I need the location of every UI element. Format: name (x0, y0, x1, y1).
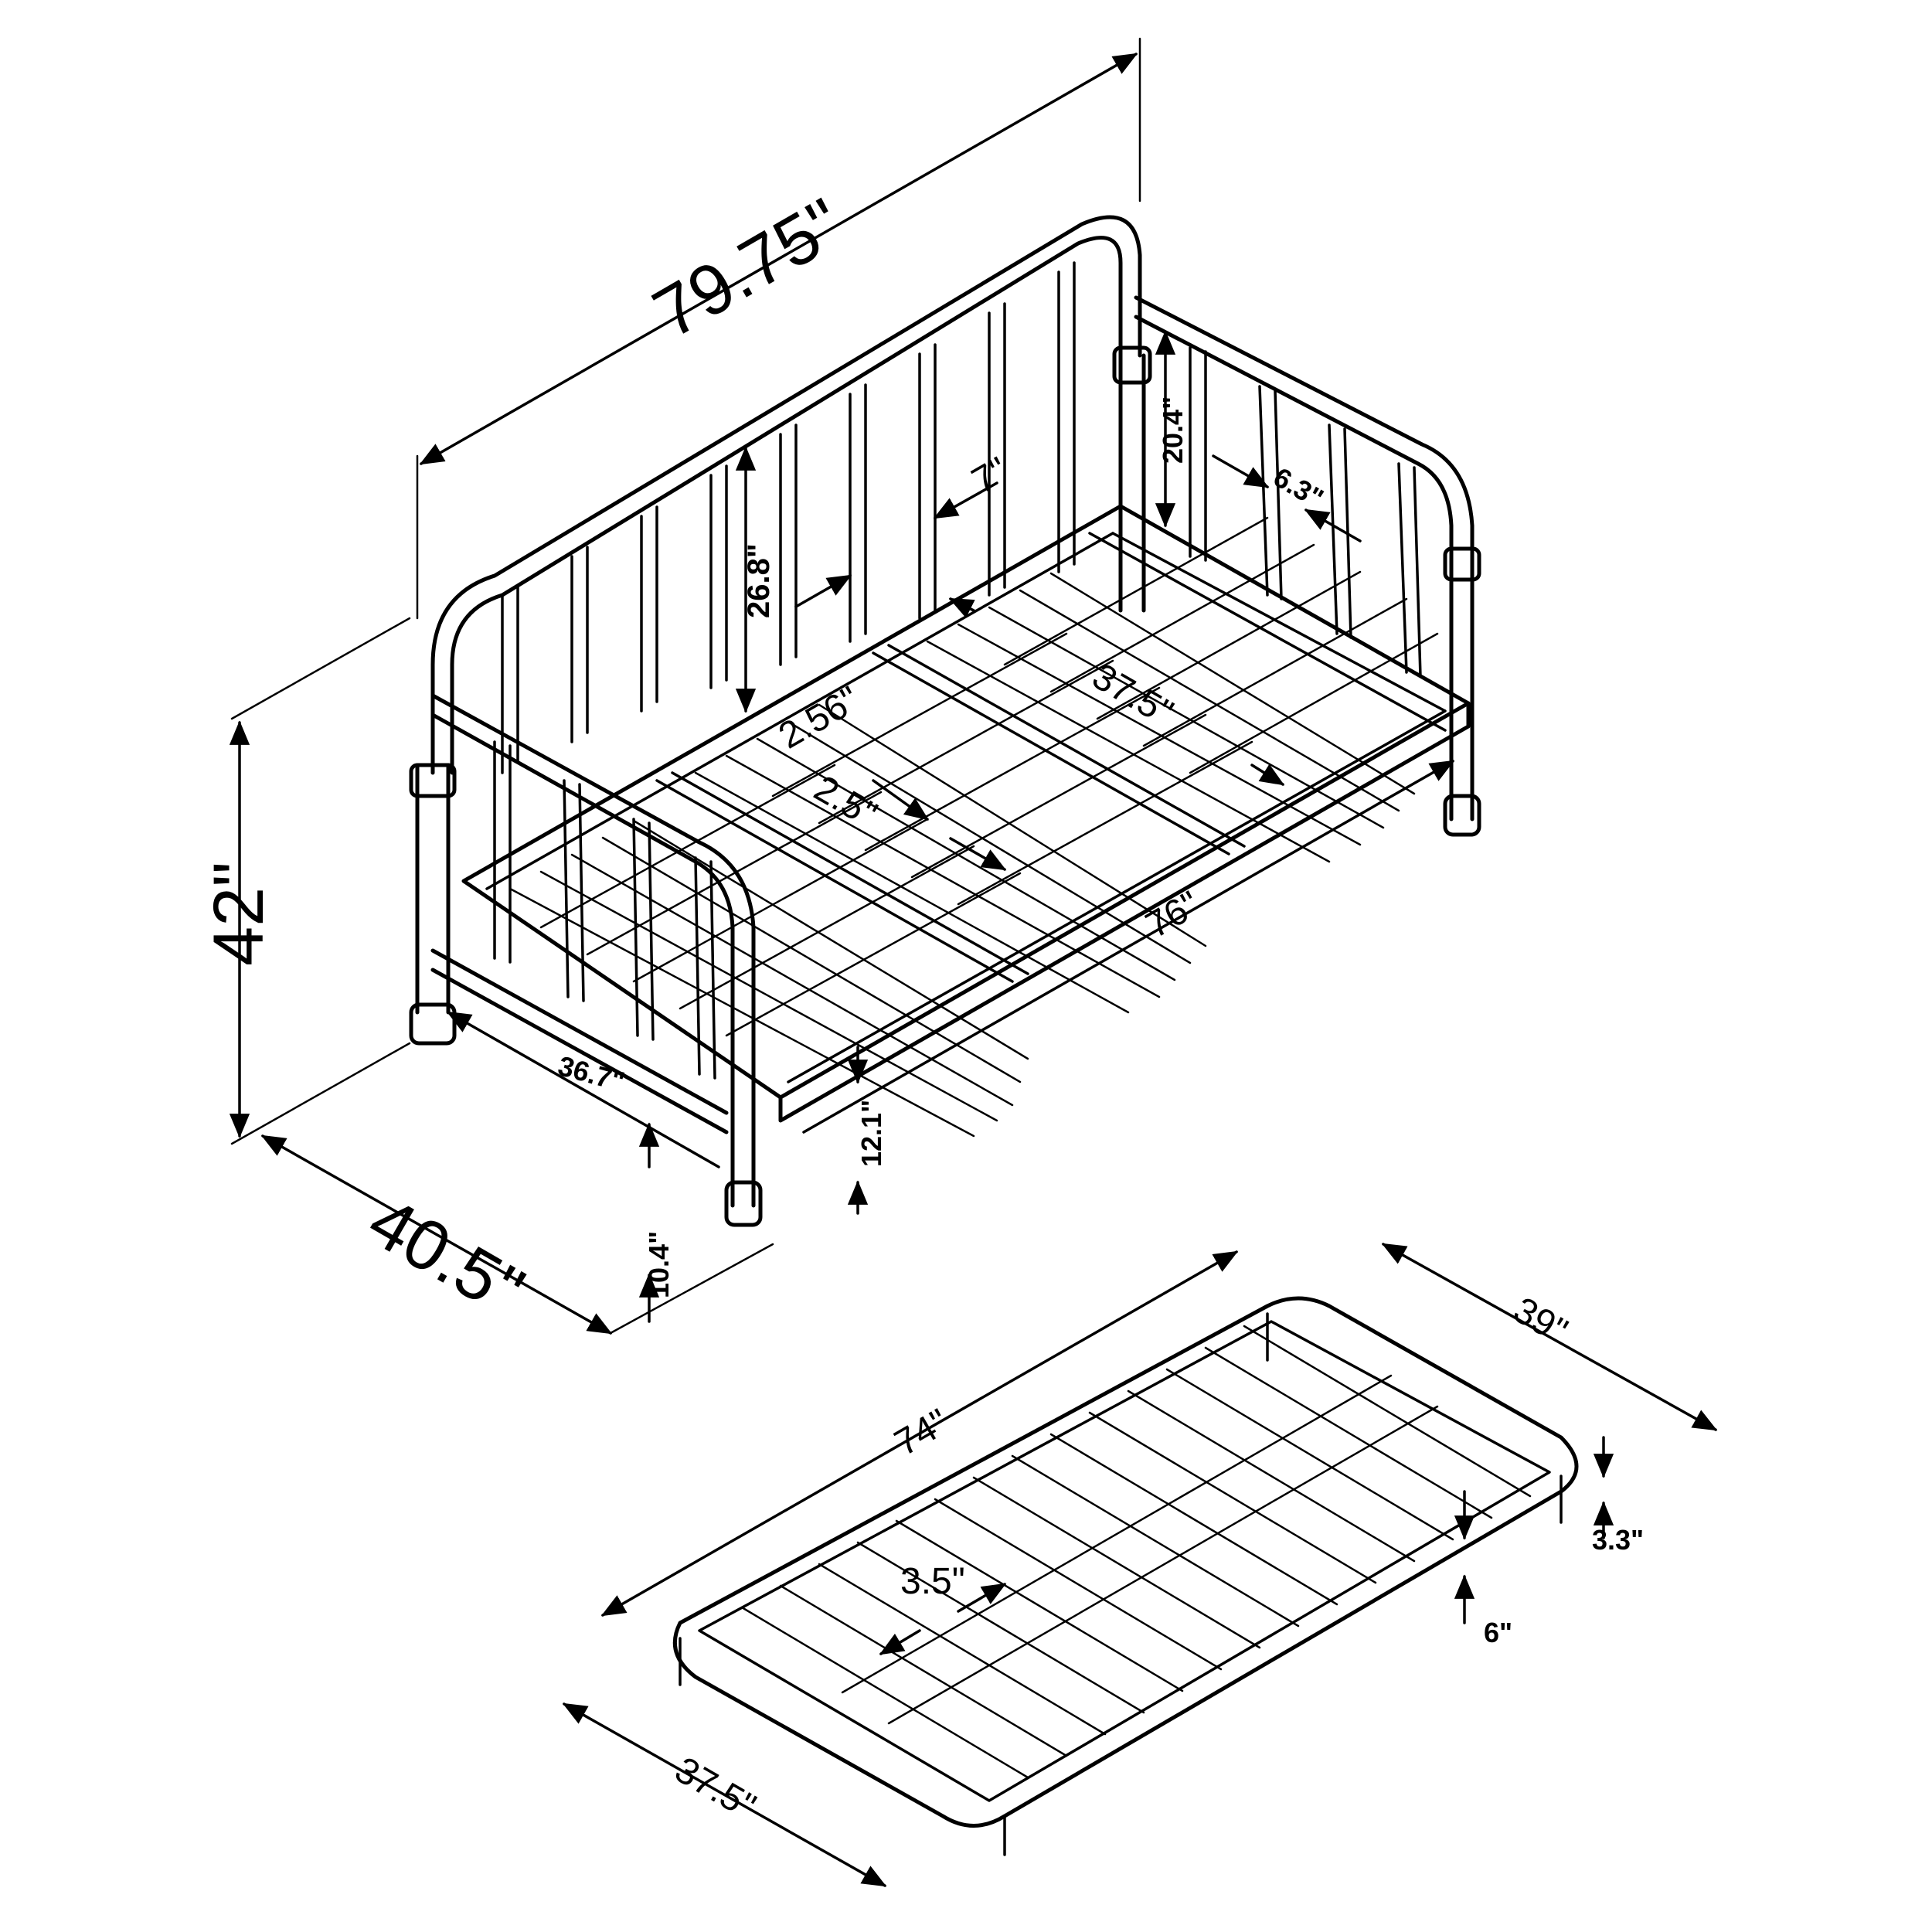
dimension-trundle-leg-height: 3.3" (1592, 1436, 1644, 1556)
dimension-overall-depth: 40.5" (260, 1134, 774, 1335)
daybed-deck-frame (461, 504, 1471, 1123)
label-overall-height: 42" (199, 862, 278, 966)
label-trundle-length: 74" (888, 1401, 956, 1464)
label-overall-depth: 40.5" (355, 1182, 536, 1332)
trundle-drawing: 74" 39" 37.5" 3.5" 3.3" 6" (562, 1243, 1718, 1887)
dimension-side-panel-height: 20.4" (1155, 330, 1189, 528)
label-deck-width: 37.5" (1086, 656, 1180, 734)
dimension-deck-length: 76" (802, 760, 1455, 1134)
dimension-slat-spacing: 2.5" (808, 768, 1007, 871)
daybed-mesh-grid (509, 516, 1439, 1138)
trundle-frame (672, 1296, 1579, 1856)
label-overall-length: 79.75" (641, 184, 856, 354)
dimension-clearance: 10.4" (638, 1122, 675, 1323)
label-inside-depth: 36.7" (555, 1049, 628, 1097)
dimension-overall-height: 42" (199, 617, 411, 1145)
label-rail-height: 12.1" (855, 1100, 887, 1167)
daybed-back-panel (430, 215, 1142, 775)
label-back-panel-height: 26.8" (742, 543, 776, 618)
dimension-trundle-overall-height: 6" (1454, 1490, 1512, 1648)
label-deck-length: 76" (1139, 883, 1207, 946)
label-trundle-slat-spacing: 3.5" (900, 1561, 965, 1602)
dimension-deck-width: 37.5" (948, 597, 1285, 786)
dimension-back-panel-height: 26.8" (735, 446, 776, 713)
label-slat-width: 2.56" (772, 679, 866, 757)
label-trundle-overall-height: 6" (1484, 1617, 1512, 1648)
label-side-panel-height: 20.4" (1157, 396, 1189, 464)
label-trundle-leg-height: 3.3" (1592, 1524, 1644, 1556)
label-trundle-inner-width: 37.5" (668, 1750, 763, 1828)
daybed-right-post (1112, 345, 1152, 613)
dimension-trundle-depth: 39" (1381, 1243, 1718, 1431)
dimension-rail-height: 12.1" (847, 1046, 887, 1215)
daybed-drawing: 79.75" 42" 40.5" 26.8" 7" 20.4" (199, 37, 1481, 1335)
label-trundle-depth: 39" (1507, 1290, 1575, 1352)
dimension-side-spindle-spacing: 6.3" (1212, 454, 1362, 543)
daybed-left-arm (430, 693, 763, 1227)
label-clearance: 10.4" (643, 1231, 675, 1298)
dimension-trundle-slat-spacing: 3.5" (879, 1561, 1007, 1655)
daybed-right-arm (1134, 295, 1481, 837)
label-back-slat-spacing: 7" (965, 450, 1015, 502)
dimension-overall-length: 79.75" (416, 37, 1141, 620)
daybed-left-post (409, 763, 457, 1046)
dimension-slat-width: 2.56" (772, 679, 866, 757)
dimension-trundle-inner-width: 37.5" (562, 1702, 887, 1887)
